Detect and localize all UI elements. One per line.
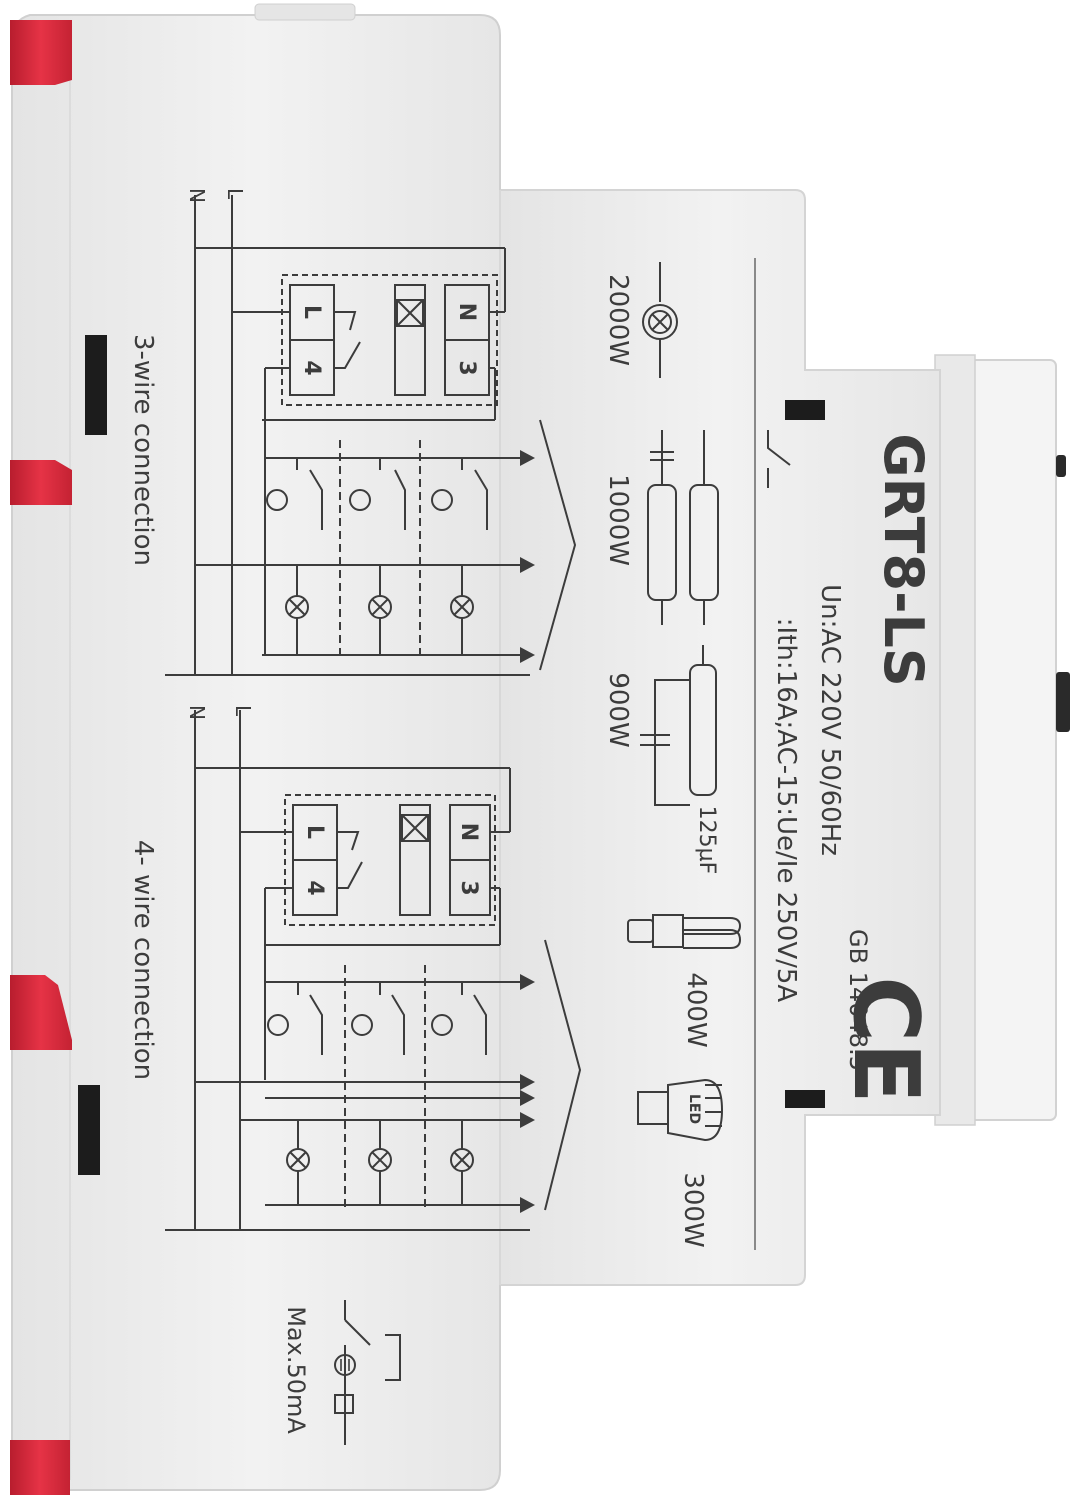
load-symbols: 2000W 1000W 900W 125µF [603, 262, 742, 1248]
adjust-knob [1056, 672, 1070, 732]
led-label: LED [686, 1094, 702, 1124]
terminal-3: 3 [456, 880, 481, 895]
pushbutton-max: Max.50mA [282, 1306, 310, 1434]
terminal-n: N [456, 823, 481, 841]
load-cfl: 400W [681, 972, 711, 1047]
terminal-3: 3 [454, 360, 479, 375]
terminal-screw-top [1056, 455, 1066, 477]
capacitor-value: 125µF [694, 806, 719, 875]
no-contact-icon [767, 430, 791, 488]
fluorescent-tube-icon [647, 430, 719, 625]
diagram-4-wire [165, 710, 582, 1231]
line-label: L [223, 188, 247, 200]
relay-housing [11, 3, 1070, 1491]
standard-code: GB 14048.5 [844, 929, 872, 1071]
window-mark [785, 400, 825, 420]
latch-red [10, 20, 72, 85]
latch-red [10, 460, 72, 505]
diagram-3-wire-devices [266, 458, 488, 655]
terminal-l: L [302, 825, 327, 839]
cfl-icon [627, 914, 742, 949]
terminal-n: N [454, 303, 479, 321]
window-mark [785, 1090, 825, 1108]
neutral-label: N [185, 188, 209, 203]
latch-red [10, 1440, 70, 1495]
model-name: GRT8-LS [872, 433, 935, 687]
diagram-3-wire [165, 195, 577, 676]
terminal-4: 4 [302, 880, 327, 895]
load-led: 300W [678, 1172, 708, 1247]
load-compensated: 900W [603, 672, 633, 747]
compensated-tube-icon [640, 645, 717, 806]
printed-label: GRT8-LS Un:AC 220V 50/60Hz :Ith:16A;AC-1… [128, 188, 938, 1445]
caption-4-wire: 4- wire connection [128, 840, 158, 1080]
diagram-4-wire-devices [267, 982, 487, 1205]
neutral-label: N [185, 705, 209, 720]
slot-mark [78, 1085, 100, 1175]
rating-supply: Un:AC 220V 50/60Hz [815, 584, 845, 856]
load-incandescent: 2000W [603, 274, 633, 366]
led-icon [637, 1078, 724, 1142]
caption-3-wire: 3-wire connection [128, 334, 158, 566]
load-fluorescent: 1000W [603, 474, 633, 566]
ce-mark: CE [833, 976, 938, 1104]
slot-mark [85, 335, 107, 435]
line-label: L [231, 705, 255, 717]
rating-contact: :Ith:16A;AC-15:Ue/Ie 250V/5A [771, 618, 801, 1003]
terminal-4: 4 [299, 360, 324, 375]
latch-red [10, 975, 72, 1050]
terminal-l: L [299, 305, 324, 319]
din-latches [10, 20, 72, 1495]
